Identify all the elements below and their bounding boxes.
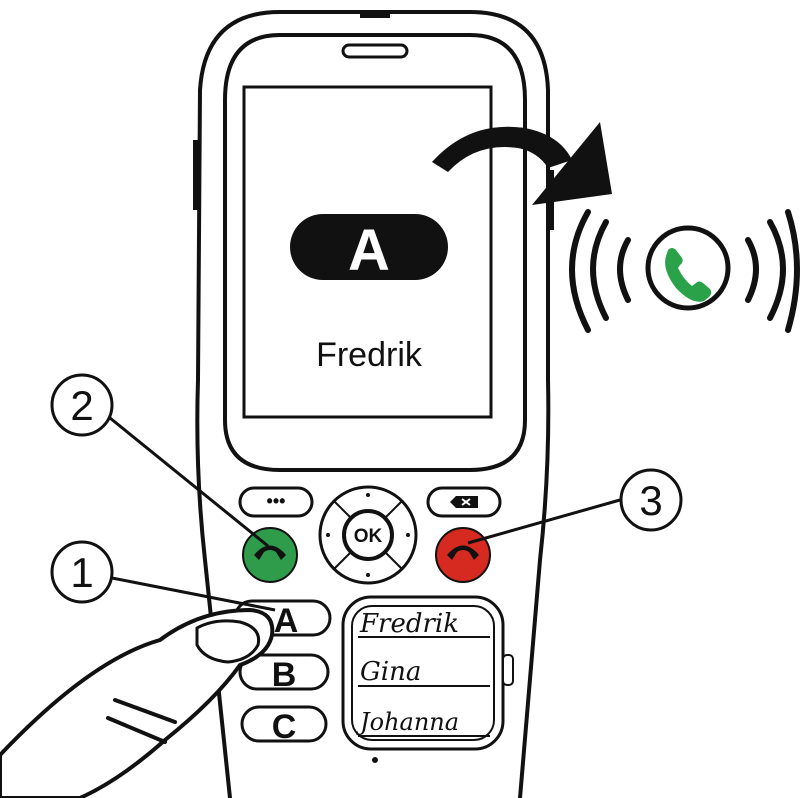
menu-dots: •••: [267, 491, 286, 511]
callout-3: 3: [619, 468, 683, 532]
label-name-1: Fredrik: [359, 609, 459, 639]
display: A Fredrik: [242, 85, 493, 419]
badge-letter: A: [348, 218, 390, 283]
callout-2: 2: [50, 373, 114, 437]
earpiece: [341, 43, 409, 59]
key-a-label: A: [274, 602, 299, 640]
label-name-2: Gina: [360, 657, 421, 687]
key-b-label: B: [272, 656, 297, 694]
contact-badge: [290, 214, 448, 280]
label-name-3: Johanna: [355, 708, 459, 736]
backspace-icon: [450, 496, 478, 508]
phone-hangup-icon: [447, 545, 479, 560]
callout-1-number: 1: [70, 549, 93, 596]
menu-key[interactable]: •••: [238, 486, 314, 518]
callout-3-number: 3: [639, 477, 662, 524]
callout-2-line: [109, 416, 269, 548]
key-c-label: C: [272, 708, 297, 746]
callout-3-line: [467, 498, 621, 545]
speed-dial-label-card: Fredrik Gina Johanna: [341, 595, 514, 751]
speed-dial-key-b[interactable]: B: [238, 653, 330, 694]
ringing-phone-icon: [569, 209, 800, 333]
speed-dial-key-c[interactable]: C: [240, 705, 328, 746]
callout-1: 1: [50, 540, 114, 604]
contact-name: Fredrik: [316, 336, 423, 374]
phone-body: [193, 10, 554, 798]
callout-2-number: 2: [70, 382, 93, 429]
ok-label: OK: [354, 526, 383, 547]
hangup-button[interactable]: [435, 527, 491, 583]
callout-1-line: [111, 576, 276, 612]
ok-button[interactable]: OK: [342, 509, 394, 561]
curved-arrow-icon: [432, 122, 612, 205]
backspace-key[interactable]: [426, 486, 502, 518]
call-button[interactable]: [242, 527, 298, 583]
finger: [0, 608, 275, 798]
phone-call-icon: [254, 545, 286, 560]
side-button-left: [193, 140, 199, 210]
